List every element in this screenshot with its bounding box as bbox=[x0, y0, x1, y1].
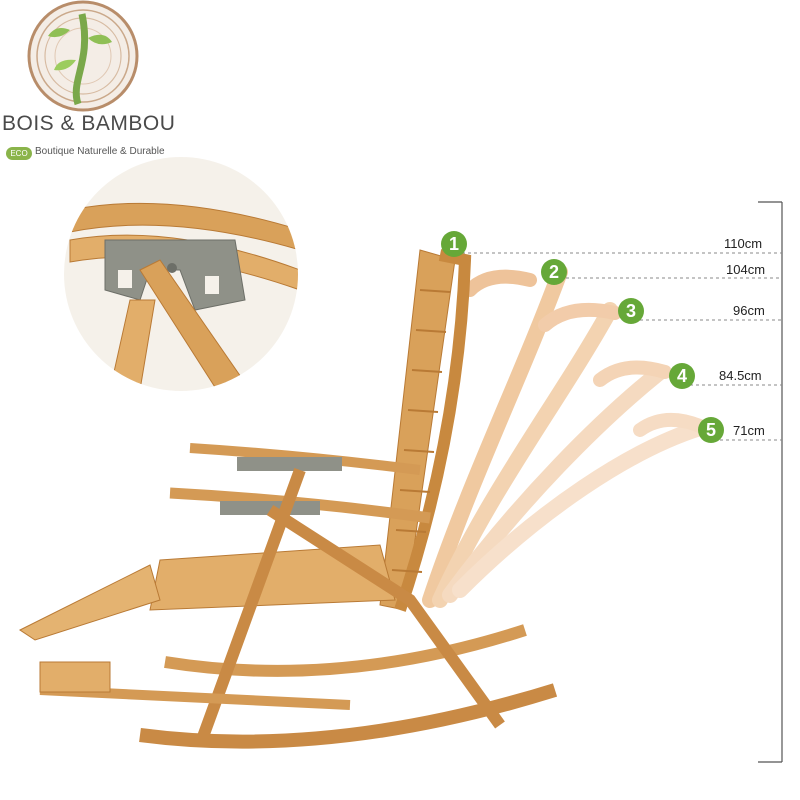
height-label-2: 104cm bbox=[726, 262, 766, 277]
height-label-5: 71cm bbox=[733, 423, 765, 438]
height-label-3: 96cm bbox=[733, 303, 765, 318]
height-label-4: 84.5cm bbox=[719, 368, 762, 383]
position-badge-2: 2 bbox=[541, 259, 567, 285]
position-badge-3: 3 bbox=[618, 298, 644, 324]
eco-badge: ECO bbox=[6, 147, 32, 160]
brand-name: BOIS & BAMBOU bbox=[2, 112, 176, 135]
brand-tagline: Boutique Naturelle & Durable bbox=[35, 146, 165, 157]
position-badge-5: 5 bbox=[698, 417, 724, 443]
rocking-chair bbox=[19, 249, 558, 749]
position-badge-4: 4 bbox=[669, 363, 695, 389]
bamboo-logo-icon bbox=[27, 0, 139, 112]
height-label-1: 110cm bbox=[724, 236, 763, 251]
recline-positions-overlay bbox=[422, 264, 708, 608]
height-scale bbox=[462, 201, 783, 763]
hinge-detail-zoom bbox=[64, 157, 298, 391]
position-badge-1: 1 bbox=[441, 231, 467, 257]
